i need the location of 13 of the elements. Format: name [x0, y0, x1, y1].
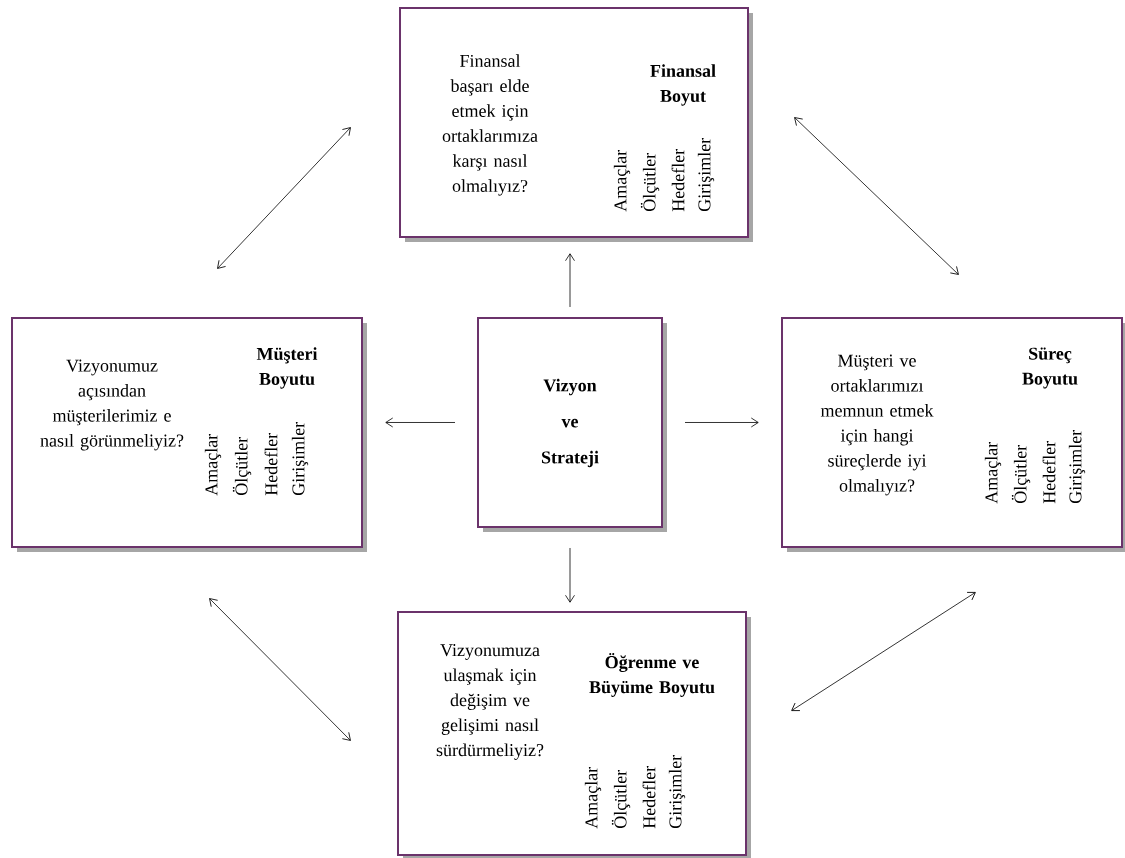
perspective-box: Finansal başarı elde etmek için ortaklarımıza karşı nasıl olmalıyız? Finansal Boyut Amaçlar Ölçütler Hedefler Girişimler [399, 7, 753, 242]
perspective-box: Vizyonumuza ulaşmak için değişim ve gelişimi nasıl sürdürmeliyiz? Öğrenme ve Büyüme Boyutu Amaçlar Ölçütler Hedefler Girişimler [397, 611, 751, 858]
perspective-box: Vizyonumuz açısından müşterilerimiz e nasıl görünmeliyiz? Müşteri Boyutu Amaçlar Ölçütler Hedefler Girişimler [11, 317, 367, 552]
arrow [565, 547, 575, 603]
arrow [209, 598, 351, 741]
arrow [794, 117, 959, 275]
arrow [385, 417, 456, 428]
arrow [684, 417, 759, 428]
perspective-box: Müşteri ve ortaklarımızı memnun etmek için hangi süreçlerde iyi olmalıyız? Süreç Boyutu Amaçlar Ölçütler Hedefler Girişimler [781, 317, 1125, 552]
arrow [217, 127, 351, 269]
arrow [565, 253, 575, 308]
arrow [791, 592, 976, 711]
perspective-box: Vizyon ve Strateji [477, 317, 667, 532]
